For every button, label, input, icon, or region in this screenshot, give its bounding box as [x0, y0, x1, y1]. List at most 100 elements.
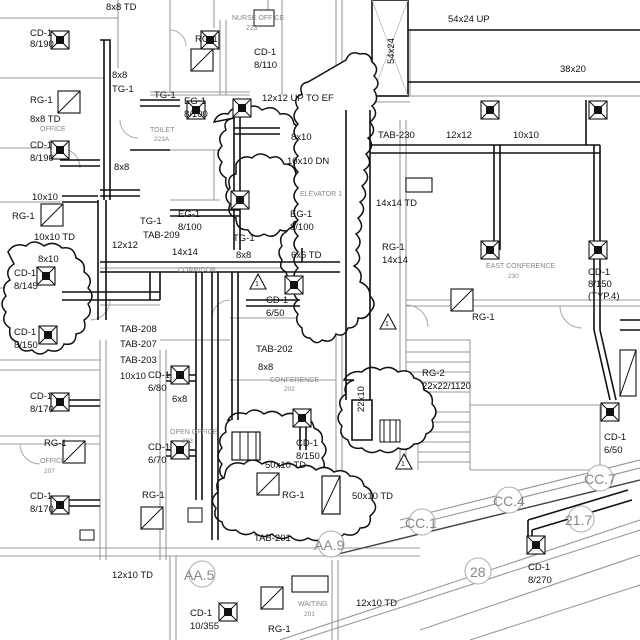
cd1-170b: CD-1 — [30, 491, 52, 502]
tg1-d: TG-1 — [233, 233, 255, 244]
cd1-110-size: 8/110 — [254, 60, 277, 71]
tg1-b: TG-1 — [154, 90, 176, 101]
label-10x10b: 10x10 — [32, 192, 58, 203]
label-50x10a: 50x10 TD — [265, 460, 306, 471]
td-12x10a: 12x10 TD — [112, 570, 153, 581]
label-10x10c: 10x10 — [120, 371, 146, 382]
label-6x8: 6x8 — [172, 394, 187, 405]
room-open-office: OPEN OFFICE — [170, 429, 218, 436]
delta-1b: 1 — [401, 461, 405, 468]
room-nurse-office-num: 223 — [246, 25, 258, 32]
room-office-top: OFFICE — [40, 126, 66, 133]
td-12x10b: 12x10 TD — [356, 598, 397, 609]
room-waiting: WAITING — [298, 601, 328, 608]
cd1-170a-size: 8/170 — [30, 404, 54, 415]
tab-230: TAB-230 — [378, 130, 415, 141]
tab-201: TAB-201 — [254, 533, 291, 544]
rg1-14: RG-1 — [382, 242, 405, 253]
grid-21-7: 21.7 — [565, 512, 592, 528]
annotations: 8x8 TD 54x24 UP 54x24 38x20 CD-1 8/190 N… — [12, 2, 626, 635]
label-50x10b: 50x10 TD — [352, 491, 393, 502]
cd1-190a: CD-1 — [30, 28, 52, 39]
room-corridor: CORRIDOR — [178, 267, 216, 274]
room-toilet-num: 223A — [154, 136, 170, 143]
grid-cc4: CC.4 — [493, 493, 525, 509]
grid-28: 28 — [470, 564, 486, 580]
eg1-c: EG-1 — [290, 209, 312, 220]
label-22x10: 22x10 — [356, 386, 367, 412]
rg1-14-size: 14x14 — [382, 255, 408, 266]
label-54x24up: 54x24 UP — [448, 14, 490, 25]
cd1-150r-typ: (TYP.4) — [588, 291, 620, 302]
tab-207: TAB-207 — [120, 339, 157, 350]
cd1-50a-size: 6/50 — [266, 308, 285, 319]
room-toilet: TOILET — [150, 127, 175, 134]
cd1-355-size: 10/355 — [190, 621, 219, 632]
label-38x20: 38x20 — [560, 64, 586, 75]
tg1-a: TG-1 — [112, 84, 134, 95]
rg1-top: RG-1 — [195, 34, 218, 45]
rg1-office: RG-1 — [44, 438, 67, 449]
cd1-50b: CD-1 — [604, 432, 626, 443]
cd1-50b-size: 6/50 — [604, 445, 623, 456]
label-8x8c: 8x8 — [236, 250, 251, 261]
cd1-150l-size: 8/150 — [14, 340, 38, 351]
delta-1a: 1 — [385, 321, 389, 328]
eg1-100-size: 8/100 — [184, 109, 208, 120]
tab-209: TAB-209 — [143, 230, 180, 241]
eg1-c-size: 8/100 — [290, 222, 314, 233]
label-8x8d: 8x8 — [258, 362, 273, 373]
grid-aa5: AA.5 — [184, 567, 215, 583]
label-12x12: 12x12 — [446, 130, 472, 141]
tg1-c: TG-1 — [140, 216, 162, 227]
room-nurse-office: NURSE OFFICE — [232, 15, 284, 22]
rg1-mid: RG-1 — [12, 211, 35, 222]
cd1-70-size: 6/70 — [148, 455, 167, 466]
label-8x8td: 8x8 TD — [106, 2, 137, 13]
label-8x10a: 8x10 — [291, 132, 312, 143]
td-14x14: 14x14 TD — [376, 198, 417, 209]
label-8x10b: 8x10 — [38, 254, 59, 265]
cd1-270-size: 8/270 — [528, 575, 552, 586]
label-12x12b: 12x12 — [112, 240, 138, 251]
room-office-bottom: OFFICE — [40, 458, 66, 465]
tab-203: TAB-203 — [120, 355, 157, 366]
main-duct-top — [371, 0, 640, 97]
room-east-conference: EAST CONFERENCE — [486, 263, 555, 270]
td-10x10: 10x10 TD — [34, 232, 75, 243]
cd1-145-size: 8/145 — [14, 281, 38, 292]
air-devices — [36, 9, 637, 622]
delta-1c: 1 — [255, 281, 259, 288]
tab-202: TAB-202 — [256, 344, 293, 355]
cd1-50a: CD-1 — [266, 295, 288, 306]
cd1-150l: CD-1 — [14, 327, 36, 338]
room-conference: CONFERENCE — [270, 377, 319, 384]
room-waiting-num: 201 — [304, 611, 315, 618]
label-14x14: 14x14 — [172, 247, 198, 258]
room-elevator: ELEVATOR 1 — [300, 191, 342, 198]
cd1-80-size: 6/80 — [148, 383, 167, 394]
room-conference-num: 202 — [284, 386, 295, 393]
rg2-size: 22x22/1120 — [422, 381, 471, 392]
eg1-100: EG-1 — [184, 96, 206, 107]
eg1-b-size: 8/100 — [178, 222, 202, 233]
label-8x8b: 8x8 — [114, 162, 129, 173]
cd1-150c-size: 8/150 — [296, 451, 320, 462]
grid-cc1: CC.1 — [405, 515, 437, 531]
grid-bubble-labels: CC.1 CC.4 CC.7 AA.9 AA.5 28 21.7 — [184, 471, 616, 583]
room-open-office-num: 203 — [182, 438, 193, 445]
grid-bubbles — [188, 464, 614, 588]
cd1-150r: CD-1 — [588, 267, 610, 278]
room-east-conference-num: 230 — [508, 273, 519, 280]
eg1-b: EG-1 — [178, 209, 200, 220]
cd1-190b-size: 8/190 — [30, 153, 54, 164]
cd1-170a: CD-1 — [30, 391, 52, 402]
cd1-270: CD-1 — [528, 562, 550, 573]
cd1-150c: CD-1 — [296, 438, 318, 449]
label-54x24: 54x24 — [386, 38, 397, 64]
cd1-150r-size: 8/150 — [588, 279, 612, 290]
label-10x10: 10x10 — [513, 130, 539, 141]
rg1-right: RG-1 — [472, 312, 495, 323]
label-8x8: 8x8 — [112, 70, 127, 81]
cd1-190a-size: 8/190 — [30, 39, 54, 50]
